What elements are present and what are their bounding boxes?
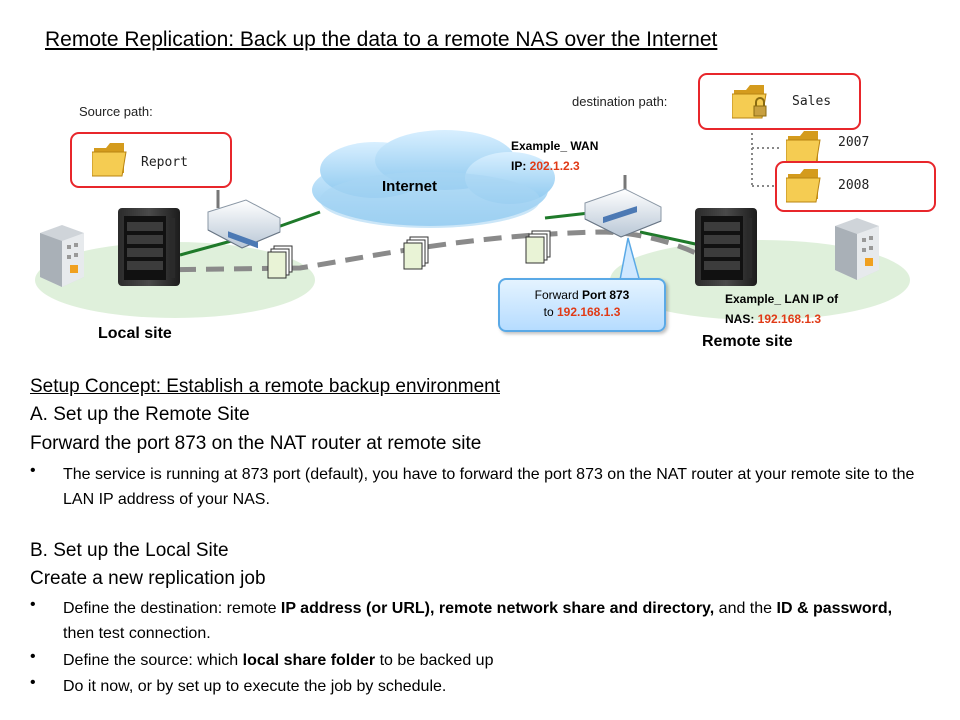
local-link [179,238,236,257]
forward-port: Port 873 [581,288,630,302]
source-folder-name: Report [141,155,188,170]
folder-icon [786,131,821,165]
section-b-subheading: Create a new replication job [30,568,266,589]
section-a-heading: A. Set up the Remote Site [30,404,250,425]
local-nas-icon [118,208,180,286]
data-file-icon [525,230,551,264]
wan-label: Example_ WAN [511,139,599,153]
remote-router-icon [584,175,662,238]
internet-label: Internet [382,178,438,195]
lan-ip: 192.168.1.3 [757,312,822,326]
remote-nas-icon [695,208,757,286]
data-file-icon [267,245,293,279]
data-file-icon [403,236,429,270]
subfolder-2007: 2007 [838,135,870,150]
destination-folder-name: Sales [792,94,832,109]
network-diagram [35,128,910,320]
folder-icon [786,169,821,203]
destination-folder-box [698,73,861,130]
forward-ip: 192.168.1.3 [556,305,621,319]
locked-folder-icon [732,85,767,119]
lan-ip-line: NAS: 192.168.1.3 [725,312,822,326]
folder-icon [92,143,127,177]
replication-path [149,229,702,273]
section-b-heading: B. Set up the Local Site [30,540,229,561]
port-forward-callout: Forward Port 873 to 192.168.1.3 [498,278,666,332]
remote-link [639,230,701,247]
remote-server-icon [835,218,879,280]
local-site-label: Local site [98,325,172,342]
wan-ip-line: IP: 202.1.2.3 [511,159,580,173]
source-path-label: Source path: [79,104,153,119]
local-router-icon [207,190,281,249]
wan-ip: 202.1.2.3 [529,159,580,173]
destination-path-label: destination path: [572,94,668,109]
bullet-dot: • [30,462,36,479]
remote-site-label: Remote site [702,333,793,350]
section-a-subheading: Forward the port 873 on the NAT router a… [30,433,482,454]
concept-heading: Setup Concept: Establish a remote backup… [30,376,500,397]
page-title: Remote Replication: Back up the data to … [45,28,718,51]
local-server-icon [40,225,84,287]
lan-label: Example_ LAN IP of [725,292,839,306]
internet-cloud [312,130,555,228]
subfolder-2008: 2008 [838,178,870,193]
